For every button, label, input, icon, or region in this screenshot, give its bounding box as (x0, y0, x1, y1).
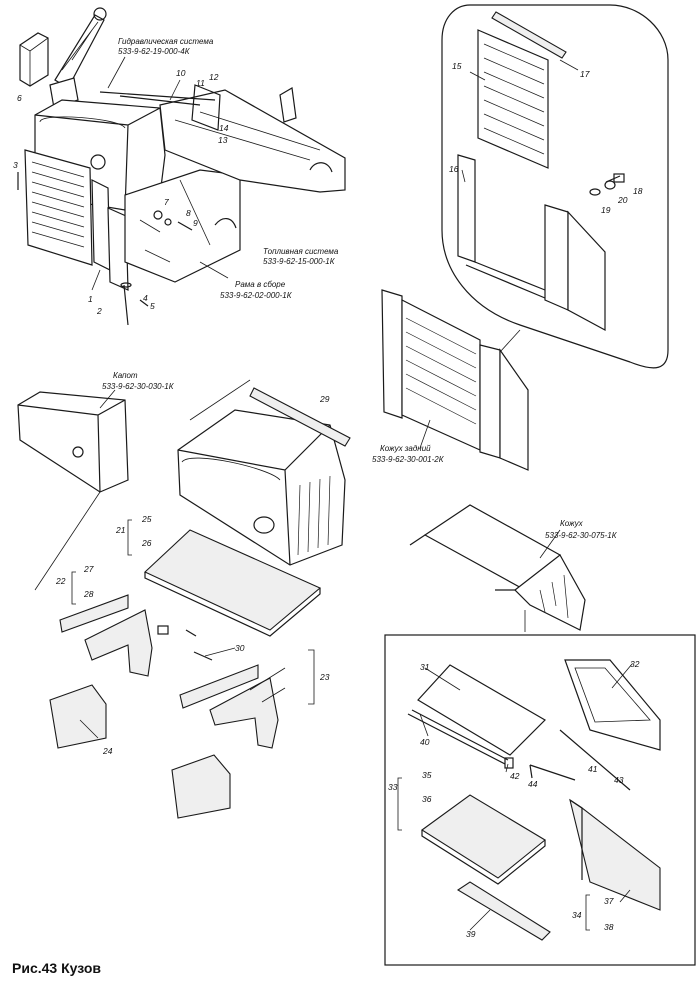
part-number: 32 (630, 659, 640, 669)
part-number: 14 (219, 123, 229, 133)
part-number: 19 (601, 205, 611, 215)
hydraulic-system-code: 533-9-62-19-000-4К (118, 47, 191, 56)
rear-cover-title: Кожух задний (380, 444, 431, 453)
cover-assembly (409, 504, 586, 632)
part-number: 3 (13, 160, 18, 170)
rear-cover-assembly (381, 4, 669, 471)
cover-title: Кожух (560, 519, 584, 528)
part-number: 2 (96, 306, 102, 316)
part-number: 29 (319, 394, 330, 404)
part-number: 42 (510, 771, 520, 781)
part-number: 13 (218, 135, 228, 145)
part-number: 36 (422, 794, 432, 804)
part-number: 39 (466, 929, 476, 939)
part-number: 38 (604, 922, 614, 932)
part-number: 21 (115, 525, 126, 535)
part-number: 26 (141, 538, 152, 548)
part-number: 20 (617, 195, 628, 205)
rear-cover-code: 533-9-62-30-001-2К (372, 455, 445, 464)
frame-assembly-code: 533-9-62-02-000-1К (220, 291, 293, 300)
detail-box (384, 634, 696, 966)
hydraulic-system-title: Гидравлическая система (118, 37, 214, 46)
part-number: 30 (235, 643, 245, 653)
part-number: 12 (209, 72, 219, 82)
part-number: 40 (420, 737, 430, 747)
part-number: 10 (176, 68, 186, 78)
part-number: 33 (388, 782, 398, 792)
figure-caption: Рис.43 Кузов (12, 960, 101, 976)
part-number: 11 (196, 78, 205, 88)
part-number: 5 (150, 301, 155, 311)
part-number: 7 (164, 197, 169, 207)
part-number: 15 (452, 61, 462, 71)
part-number: 24 (102, 746, 113, 756)
part-number-labels: 1 2 3 4 5 6 7 8 9 10 11 12 13 14 15 16 1… (13, 61, 643, 939)
part-number: 23 (319, 672, 330, 682)
fuel-system-code: 533-9-62-15-000-1К (263, 257, 336, 266)
part-number: 8 (186, 208, 191, 218)
part-number: 43 (614, 775, 624, 785)
part-number: 27 (83, 564, 94, 574)
part-number: 16 (449, 164, 459, 174)
part-number: 17 (580, 69, 590, 79)
hood-title: Капот (113, 371, 138, 380)
leader-lines (79, 56, 633, 931)
part-number: 28 (83, 589, 94, 599)
part-number: 4 (143, 293, 148, 303)
part-number: 18 (633, 186, 643, 196)
fuel-system-title: Топливная система (263, 247, 339, 256)
part-number: 37 (604, 896, 614, 906)
part-number: 6 (17, 93, 22, 103)
part-number: 22 (55, 576, 66, 586)
part-number: 25 (141, 514, 152, 524)
part-number: 9 (193, 218, 198, 228)
part-number: 1 (88, 294, 93, 304)
part-number: 44 (528, 779, 538, 789)
frame-assembly-title: Рама в сборе (235, 280, 286, 289)
main-body-assembly (17, 7, 346, 326)
cover-code: 533-9-62-30-075-1К (545, 531, 618, 540)
hood-assembly (17, 379, 351, 819)
part-number: 41 (588, 764, 598, 774)
part-number: 35 (422, 770, 432, 780)
part-number: 31 (420, 662, 430, 672)
hood-code: 533-9-62-30-030-1К (102, 382, 175, 391)
part-number: 34 (572, 910, 582, 920)
